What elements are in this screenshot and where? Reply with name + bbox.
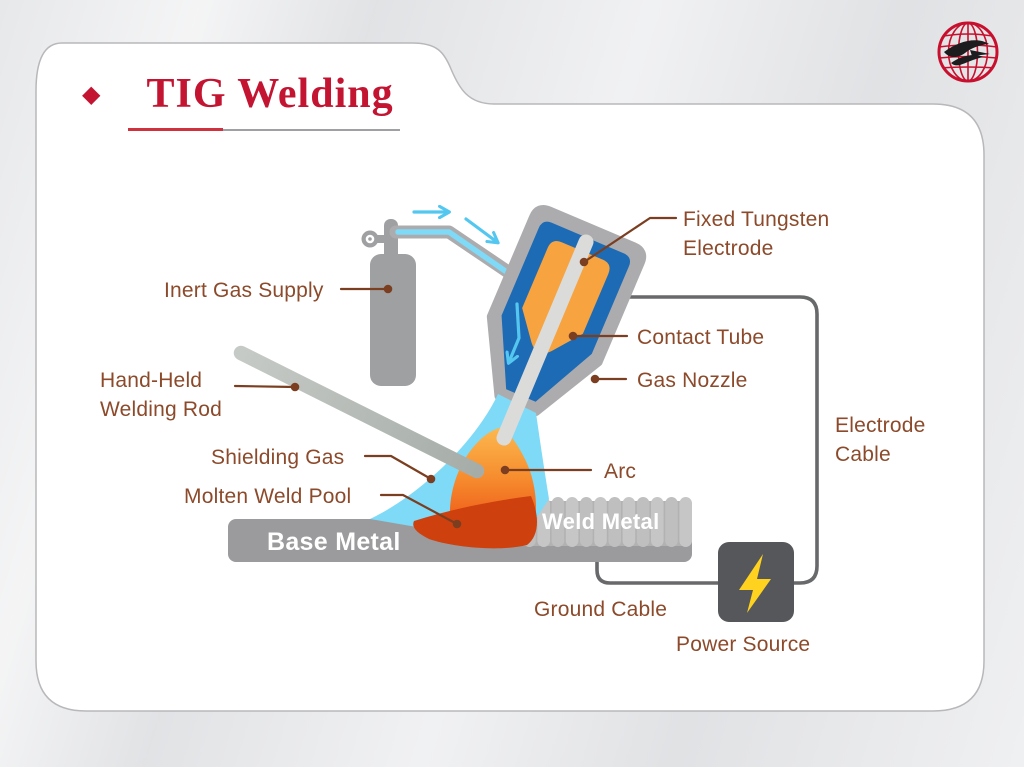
globe-bird-logo-icon	[937, 21, 999, 83]
label-molten-weld-pool: Molten Weld Pool	[184, 485, 352, 508]
lightning-bolt-icon	[739, 554, 771, 613]
arc-flame	[449, 427, 536, 517]
label-line: Hand-Held	[100, 369, 203, 392]
label-connectors	[233, 216, 678, 526]
label-gas-nozzle: Gas Nozzle	[637, 369, 748, 392]
label-arc: Arc	[604, 460, 637, 483]
hand-held-welding-rod-shape	[233, 345, 485, 479]
label-shielding-gas: Shielding Gas	[211, 446, 345, 469]
gas-flow-arrows	[412, 212, 497, 242]
label-power-source: Power Source	[676, 633, 811, 656]
label-line: Cable	[835, 443, 891, 466]
nozzle-flow-arrow	[509, 302, 521, 362]
label-line: Welding Rod	[100, 398, 223, 421]
label-inert-gas-supply: Inert Gas Supply	[164, 279, 324, 302]
title-underline	[128, 128, 400, 131]
label-line: Fixed Tungsten	[683, 208, 830, 231]
label-line: Electrode	[835, 414, 926, 437]
ground-cable-line	[595, 556, 720, 585]
slide-header: ◆ TIG Welding	[82, 70, 394, 118]
electrode-cable-line	[598, 295, 819, 585]
tungsten-electrode-rod	[496, 234, 594, 446]
gas-hose	[389, 225, 530, 289]
title-underline-gray	[223, 128, 400, 131]
diamond-bullet-icon: ◆	[82, 81, 101, 108]
label-fixed-tungsten-electrode: Fixed Tungsten Electrode	[683, 205, 829, 263]
molten-weld-pool-shape	[413, 496, 537, 549]
label-ground-cable: Ground Cable	[534, 598, 668, 621]
power-source-box	[718, 542, 794, 622]
label-line: Electrode	[683, 237, 774, 260]
label-hand-held-welding-rod: Hand-Held Welding Rod	[100, 366, 222, 424]
page-title: TIG Welding	[146, 71, 394, 117]
label-base-metal: Base Metal	[267, 528, 401, 556]
label-electrode-cable: Electrode Cable	[835, 411, 926, 469]
label-weld-metal: Weld Metal	[542, 509, 660, 534]
title-underline-red	[128, 128, 223, 131]
label-contact-tube: Contact Tube	[637, 326, 765, 349]
label-connector-dots	[290, 257, 600, 529]
